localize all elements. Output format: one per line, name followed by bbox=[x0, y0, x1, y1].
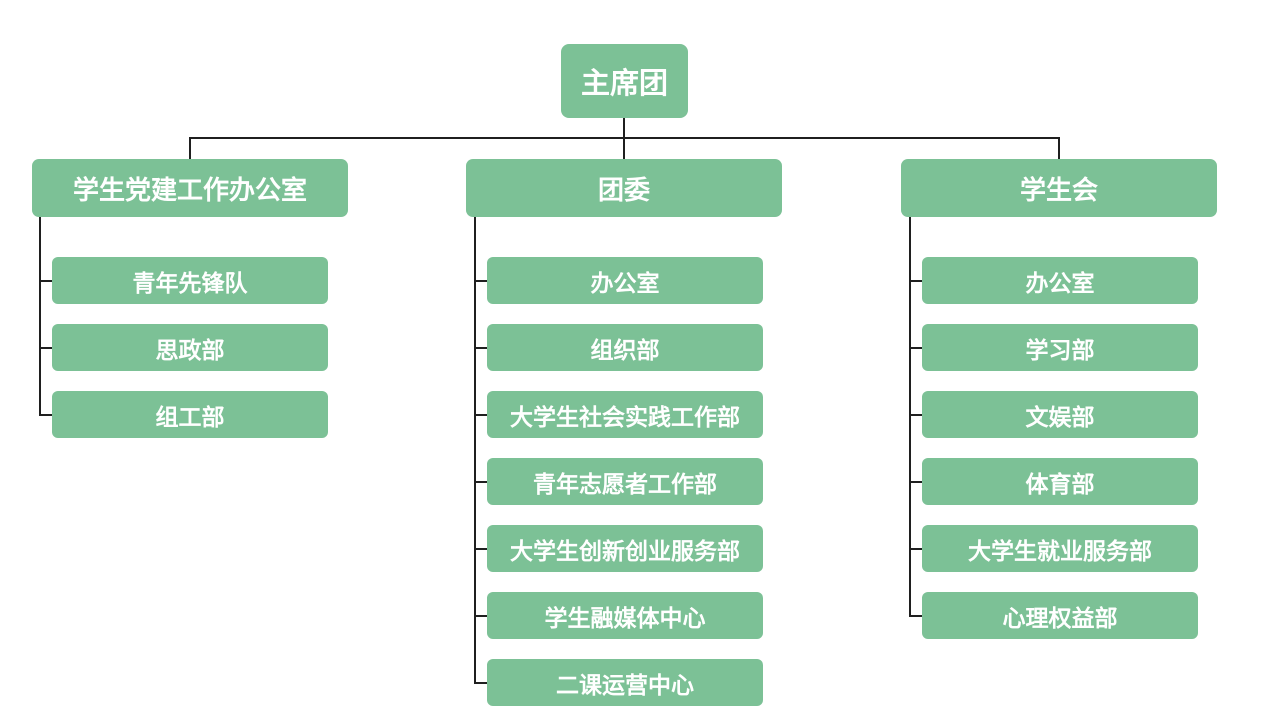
child-node-label: 思政部 bbox=[155, 337, 225, 364]
child-node-label: 办公室 bbox=[590, 270, 660, 297]
child-connector-line bbox=[909, 480, 922, 483]
branch-drop-line-1 bbox=[189, 137, 191, 160]
child-node: 办公室 bbox=[922, 257, 1198, 304]
child-node-label: 学习部 bbox=[1025, 337, 1095, 364]
child-connector-line bbox=[474, 279, 487, 282]
branch-node-party-office: 学生党建工作办公室 bbox=[32, 159, 348, 217]
child-connector-line bbox=[474, 547, 487, 550]
child-node-label: 组工部 bbox=[155, 404, 225, 431]
child-node: 大学生创新创业服务部 bbox=[487, 525, 763, 572]
child-connector-line bbox=[474, 346, 487, 349]
branch-vertical-line bbox=[909, 217, 911, 617]
child-node: 组工部 bbox=[52, 391, 328, 438]
child-connector-line bbox=[39, 346, 52, 349]
root-node: 主席团 bbox=[561, 44, 688, 118]
branch-node-label: 学生党建工作办公室 bbox=[72, 175, 307, 206]
child-node-label: 心理权益部 bbox=[1002, 605, 1118, 632]
root-stem-line bbox=[623, 118, 625, 138]
branch-drop-line-3 bbox=[1058, 137, 1060, 160]
child-connector-line bbox=[909, 614, 922, 617]
child-node: 大学生就业服务部 bbox=[922, 525, 1198, 572]
child-node-label: 大学生创新创业服务部 bbox=[510, 538, 740, 565]
child-node-label: 学生融媒体中心 bbox=[544, 605, 706, 632]
branch-node-label: 团委 bbox=[597, 175, 650, 206]
branch-drop-line-2 bbox=[623, 137, 625, 160]
child-connector-line bbox=[909, 413, 922, 416]
child-node-label: 二课运营中心 bbox=[556, 672, 694, 699]
child-node-label: 组织部 bbox=[590, 337, 660, 364]
child-connector-line bbox=[909, 547, 922, 550]
child-node: 办公室 bbox=[487, 257, 763, 304]
branch-vertical-line bbox=[39, 217, 41, 416]
child-node-label: 青年先锋队 bbox=[132, 270, 248, 297]
child-node-label: 大学生社会实践工作部 bbox=[510, 404, 740, 431]
child-node-label: 体育部 bbox=[1025, 471, 1095, 498]
child-node: 心理权益部 bbox=[922, 592, 1198, 639]
child-connector-line bbox=[474, 413, 487, 416]
child-connector-line bbox=[909, 279, 922, 282]
child-connector-line bbox=[474, 614, 487, 617]
child-connector-line bbox=[909, 346, 922, 349]
child-node: 大学生社会实践工作部 bbox=[487, 391, 763, 438]
child-connector-line bbox=[474, 480, 487, 483]
child-node: 体育部 bbox=[922, 458, 1198, 505]
child-connector-line bbox=[39, 279, 52, 282]
branch-node-label: 学生会 bbox=[1019, 175, 1098, 206]
branch-node-youth-league: 团委 bbox=[466, 159, 782, 217]
child-node: 二课运营中心 bbox=[487, 659, 763, 706]
child-node: 组织部 bbox=[487, 324, 763, 371]
root-node-label: 主席团 bbox=[580, 66, 668, 100]
child-node-label: 文娱部 bbox=[1025, 404, 1095, 431]
child-node-label: 大学生就业服务部 bbox=[968, 538, 1152, 565]
child-node-label: 青年志愿者工作部 bbox=[533, 471, 717, 498]
child-node: 青年先锋队 bbox=[52, 257, 328, 304]
child-node-label: 办公室 bbox=[1025, 270, 1095, 297]
child-node: 青年志愿者工作部 bbox=[487, 458, 763, 505]
child-node: 思政部 bbox=[52, 324, 328, 371]
child-connector-line bbox=[39, 413, 52, 416]
branch-node-student-union: 学生会 bbox=[901, 159, 1217, 217]
child-node: 学生融媒体中心 bbox=[487, 592, 763, 639]
child-connector-line bbox=[474, 681, 487, 684]
child-node: 学习部 bbox=[922, 324, 1198, 371]
branch-vertical-line bbox=[474, 217, 476, 684]
child-node: 文娱部 bbox=[922, 391, 1198, 438]
